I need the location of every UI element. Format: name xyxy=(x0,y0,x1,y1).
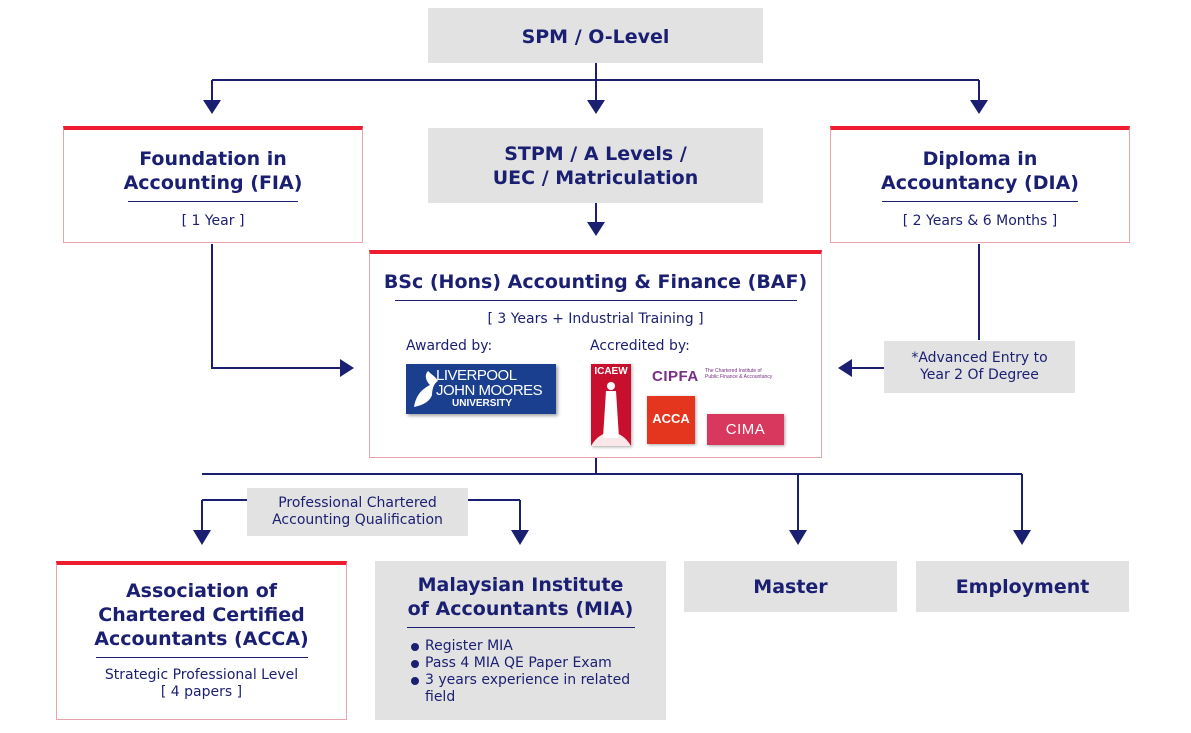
mia-requirements-list: Register MIA Pass 4 MIA QE Paper Exam 3 … xyxy=(411,638,666,689)
node-advanced-entry: *Advanced Entry to Year 2 Of Degree xyxy=(884,341,1075,393)
node-mia: Malaysian Institute of Accountants (MIA)… xyxy=(375,561,666,720)
ljmu-line1: LIVERPOOL xyxy=(436,367,517,384)
list-item: Register MIA xyxy=(411,638,666,655)
node-mia-line1: Malaysian Institute xyxy=(417,574,624,596)
cipfa-logo: CIPFA The Chartered Institute of Public … xyxy=(652,366,792,388)
node-acca-line1: Association of xyxy=(125,580,278,602)
ljmu-line2: JOHN MOORES xyxy=(436,382,543,399)
node-acca-papers: [ 4 papers ] xyxy=(160,684,243,700)
node-stpm: STPM / A Levels / UEC / Matriculation xyxy=(428,128,763,203)
cima-logo-text: CIMA xyxy=(725,421,766,438)
node-stpm-line1: STPM / A Levels / xyxy=(504,143,687,165)
node-professional-qualification: Professional Chartered Accounting Qualif… xyxy=(247,488,468,536)
node-foundation-fia: Foundation in Accounting (FIA) [ 1 Year … xyxy=(63,126,363,243)
cima-logo: CIMA xyxy=(707,414,784,445)
list-item: 3 years experience in related xyxy=(411,672,666,689)
divider xyxy=(394,300,797,301)
cipfa-tagline-2: Public Finance & Accountancy xyxy=(705,374,773,380)
cipfa-text: CIPFA xyxy=(652,368,699,385)
list-item-continuation: field xyxy=(425,689,456,705)
icaew-text: ICAEW xyxy=(594,366,628,377)
divider xyxy=(95,657,308,658)
liver-bird-icon xyxy=(414,371,438,407)
node-dia-line2: Accountancy (DIA) xyxy=(881,172,1079,194)
awarded-by-label: Awarded by: xyxy=(406,338,493,354)
professional-line2: Accounting Qualification xyxy=(272,512,443,528)
professional-line1: Professional Chartered xyxy=(278,495,437,511)
acca-logo-text: ACCA xyxy=(652,411,690,426)
divider xyxy=(406,627,635,628)
node-acca-line2: Chartered Certified xyxy=(98,604,305,626)
statue-icon xyxy=(591,382,631,446)
ljmu-logo: LIVERPOOL JOHN MOORES UNIVERSITY xyxy=(406,364,556,414)
accredited-by-label: Accredited by: xyxy=(590,338,690,354)
arrow-fia-to-baf xyxy=(211,244,340,369)
node-spm-title: SPM / O-Level xyxy=(521,26,670,48)
divider xyxy=(882,201,1078,202)
node-fia-line1: Foundation in xyxy=(139,148,287,170)
node-spm-olevel: SPM / O-Level xyxy=(428,8,763,63)
list-item: Pass 4 MIA QE Paper Exam xyxy=(411,655,666,672)
node-baf-title: BSc (Hons) Accounting & Finance (BAF) xyxy=(383,271,808,293)
node-stpm-line2: UEC / Matriculation xyxy=(492,167,699,189)
node-acca-line3: Accountants (ACCA) xyxy=(94,628,309,650)
acca-logo: ACCA xyxy=(647,396,695,444)
node-employment-title: Employment xyxy=(955,576,1090,598)
advanced-entry-line2: Year 2 Of Degree xyxy=(920,367,1039,383)
node-master: Master xyxy=(684,561,897,612)
node-acca-level: Strategic Professional Level xyxy=(104,667,299,683)
node-mia-line2: of Accountants (MIA) xyxy=(407,598,634,620)
node-baf-duration: [ 3 Years + Industrial Training ] xyxy=(487,311,704,327)
ljmu-line3: UNIVERSITY xyxy=(452,398,513,409)
node-dia-duration: [ 2 Years & 6 Months ] xyxy=(902,213,1058,229)
cipfa-tagline-1: The Chartered Institute of xyxy=(705,368,762,374)
node-fia-duration: [ 1 Year ] xyxy=(181,213,245,229)
node-acca: Association of Chartered Certified Accou… xyxy=(56,561,347,720)
node-employment: Employment xyxy=(916,561,1129,612)
node-master-title: Master xyxy=(753,576,828,598)
divider xyxy=(128,201,298,202)
node-bsc-baf: BSc (Hons) Accounting & Finance (BAF) [ … xyxy=(369,250,822,458)
node-dia-line1: Diploma in xyxy=(922,148,1038,170)
node-fia-line2: Accounting (FIA) xyxy=(123,172,303,194)
advanced-entry-line1: *Advanced Entry to xyxy=(911,350,1048,366)
icaew-logo: ICAEW xyxy=(591,364,631,446)
node-diploma-dia: Diploma in Accountancy (DIA) [ 2 Years &… xyxy=(830,126,1130,243)
